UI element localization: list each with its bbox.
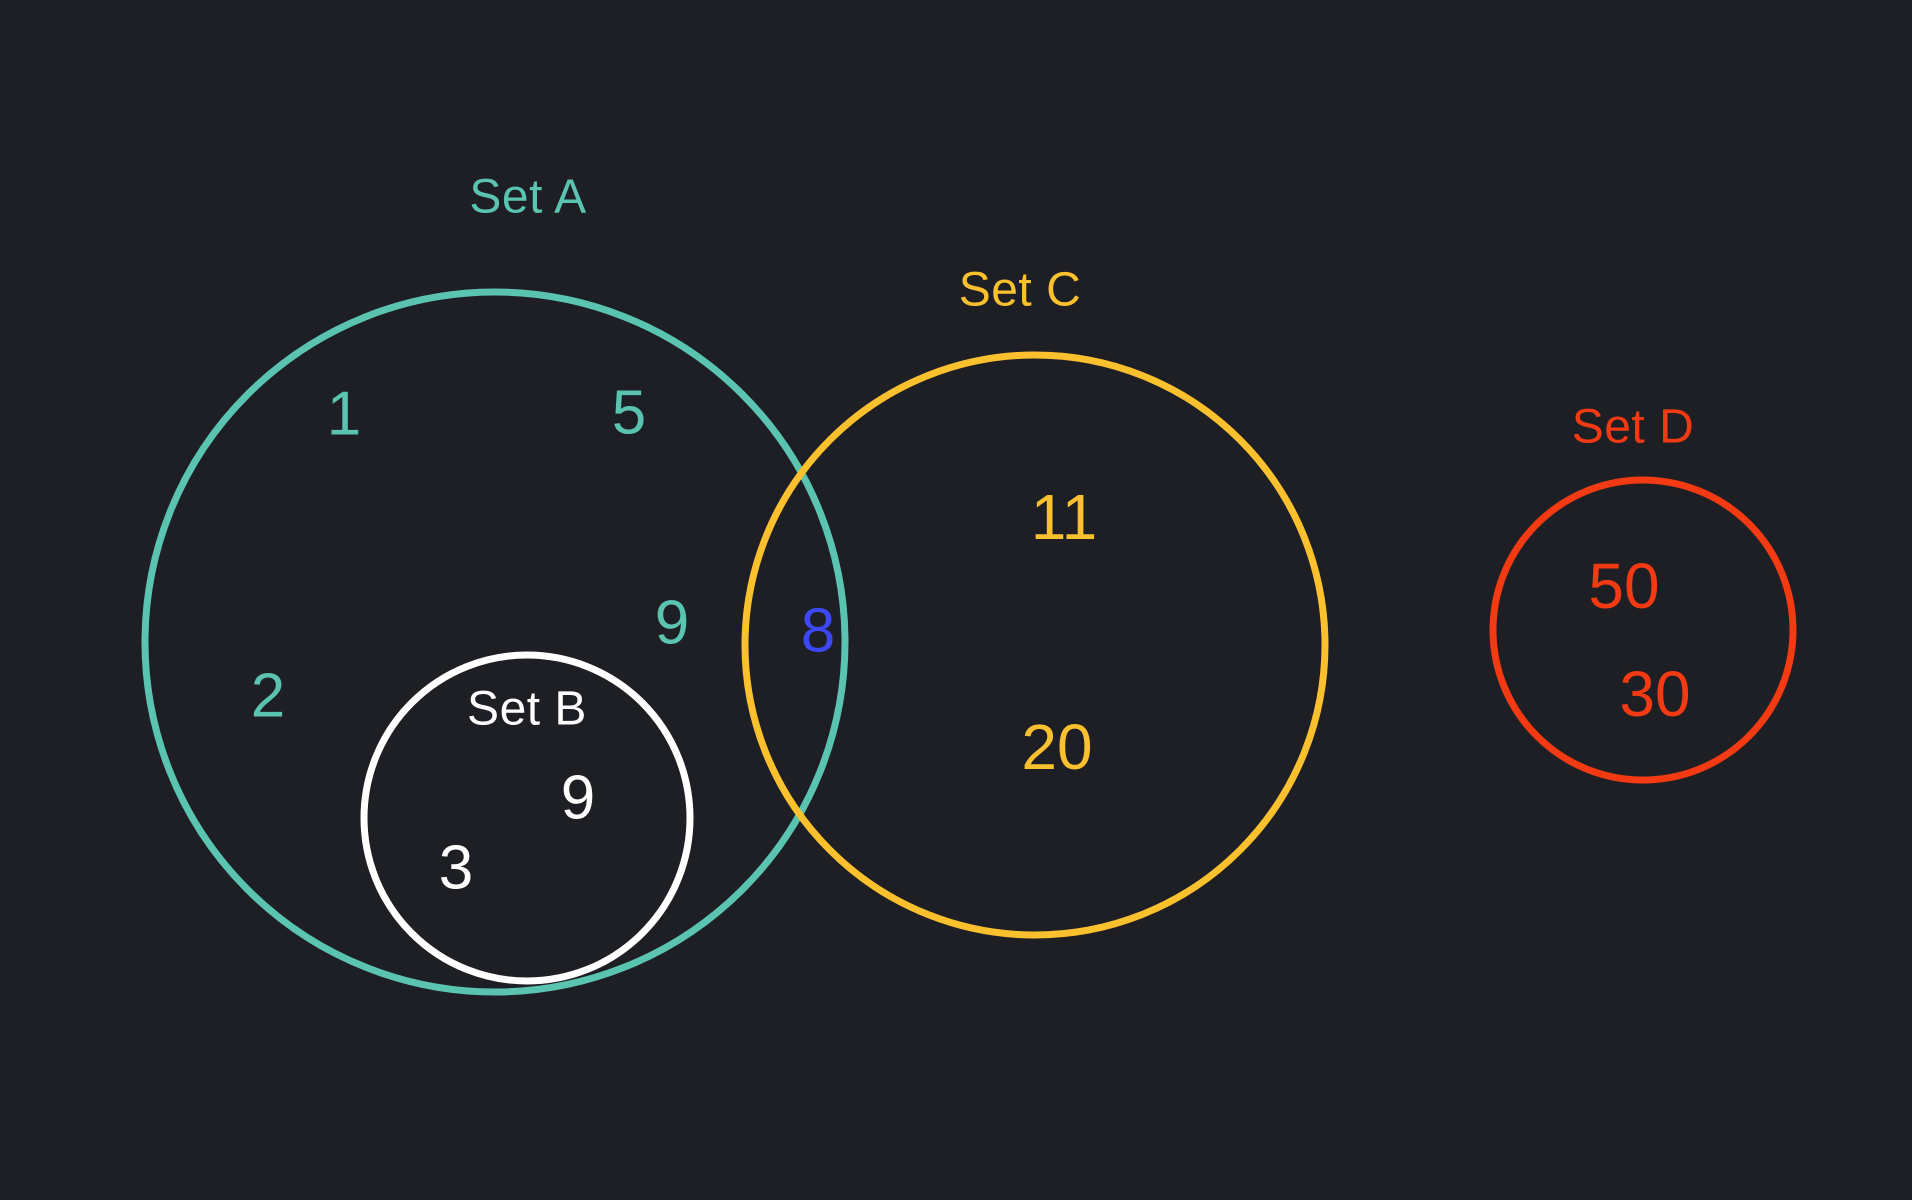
set-c-member-20: 20 <box>1021 711 1092 783</box>
set-b-circle[interactable] <box>360 651 694 985</box>
set-d-member-30: 30 <box>1619 658 1690 730</box>
set-c-member-11: 11 <box>1031 481 1097 553</box>
set-c-circle[interactable] <box>741 351 1329 939</box>
set-c-label: Set C <box>959 264 1082 317</box>
set-a-member-2: 2 <box>251 661 285 730</box>
set-b-member-3: 3 <box>439 833 473 902</box>
set-a-label: Set A <box>469 171 586 224</box>
set-b-member-9: 9 <box>561 763 595 832</box>
set-d-label: Set D <box>1572 401 1695 454</box>
set-d-circle[interactable] <box>1489 476 1797 784</box>
set-a-member-9: 9 <box>655 588 689 657</box>
set-b-label: Set B <box>467 683 587 736</box>
set-d-member-50: 50 <box>1588 550 1659 622</box>
set-a-circle[interactable] <box>141 288 849 996</box>
set-a-member-5: 5 <box>612 378 646 447</box>
set-a-member-1: 1 <box>327 379 361 448</box>
set-a-c-intersection-member-8: 8 <box>801 596 835 665</box>
